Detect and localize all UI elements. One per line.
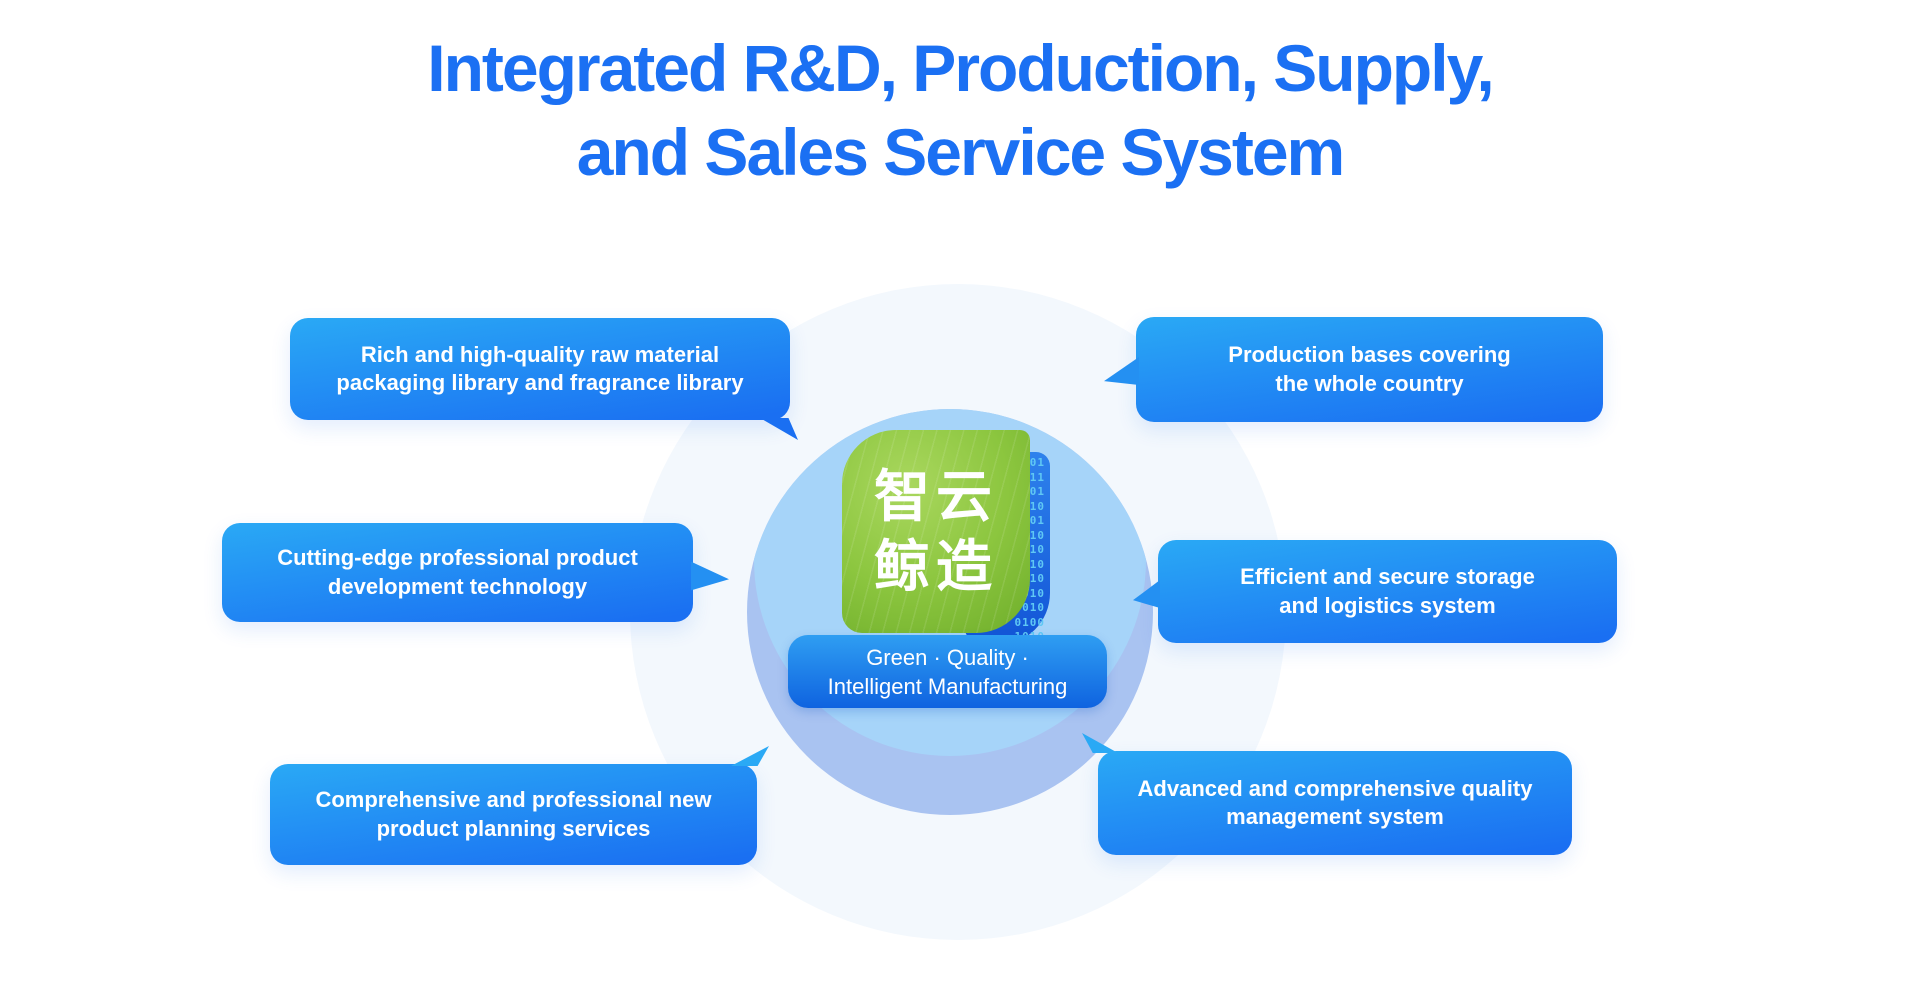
badge-line1: Green · Quality · [866,644,1029,670]
logo-characters-row1: 智云 [874,464,998,528]
page-title: Integrated R&D, Production, Supply, and … [0,26,1920,194]
badge-line2: Intelligent Manufacturing [827,673,1068,699]
logo-characters-row2: 鲸造 [874,534,998,598]
callout-raw-material-library: Rich and high-quality raw material packa… [290,318,798,440]
callout-line2: and logistics system [1279,592,1496,618]
callout-product-planning-services: Comprehensive and professional new produ… [270,746,769,865]
callout-product-development-technology: Cutting-edge professional product develo… [222,523,729,622]
company-logo: 01 011 01 10 101 10 010 10 010 1010 010 … [842,430,1050,645]
callout-line2: management system [1226,804,1444,829]
callout-line1: Production bases covering [1228,342,1511,367]
callout-line1: Comprehensive and professional new [315,787,712,812]
callout-line1: Rich and high-quality raw material [360,341,720,367]
callout-line1: Advanced and comprehensive quality [1137,775,1533,801]
callout-line2: packaging library and fragrance library [336,370,744,395]
page-title-line1: Integrated R&D, Production, Supply, [427,31,1494,105]
callout-line2: development technology [327,573,588,599]
leaf-logo-tile: 智云 鲸造 [842,430,1030,633]
callout-storage-logistics: Efficient and secure storage and logisti… [1133,540,1617,643]
callout-production-bases: Production bases covering the whole coun… [1104,317,1603,422]
callout-line1: Cutting-edge professional product [277,545,638,570]
callout-quality-management: Advanced and comprehensive quality manag… [1082,733,1572,855]
callout-line2: product planning services [376,815,651,841]
callout-line1: Efficient and secure storage [1240,564,1535,589]
page-title-line2: and Sales Service System [576,115,1346,189]
green-quality-badge: Green · Quality · Intelligent Manufactur… [788,635,1107,708]
callout-line2: the whole country [1275,370,1464,396]
